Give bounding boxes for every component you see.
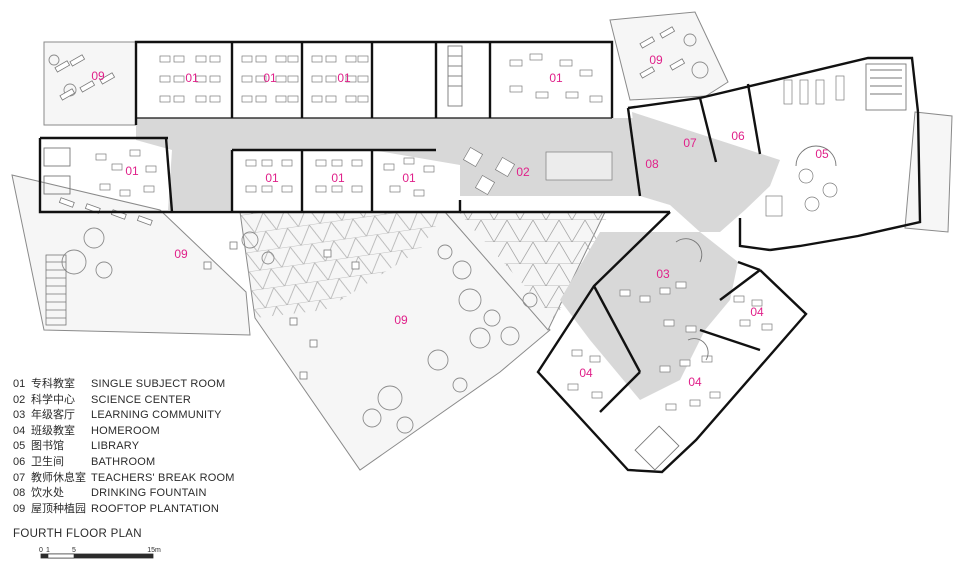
scale-tick-1: 1 <box>46 547 50 554</box>
legend-english: SCIENCE CENTER <box>91 393 191 406</box>
label-room-01-d: 01 <box>549 71 563 85</box>
room-labels: 01 01 01 01 01 01 01 01 02 03 04 04 04 0… <box>91 53 829 389</box>
triangle-paving-center <box>458 212 610 320</box>
legend-number: 02 <box>13 393 26 406</box>
label-room-01-b: 01 <box>263 71 277 85</box>
legend-row: 01 专科教室 SINGLE SUBJECT ROOM <box>13 377 333 393</box>
feature-elements <box>43 45 907 471</box>
legend-row: 09 屋顶种植园 ROOFTOP PLANTATION <box>13 502 333 518</box>
legend-number: 09 <box>13 502 26 515</box>
corridor <box>136 112 780 400</box>
legend-row: 03 年级客厅 LEARNING COMMUNITY <box>13 408 333 424</box>
legend-chinese: 图书馆 <box>31 440 64 453</box>
legend-number: 05 <box>13 440 26 453</box>
scale-tick-15: 15m <box>147 547 161 554</box>
legend-row: 04 班级教室 HOMEROOM <box>13 424 333 440</box>
legend-chinese: 屋顶种植园 <box>31 502 86 515</box>
scale-bar-segment <box>41 554 48 558</box>
legend-number: 07 <box>13 471 26 484</box>
scale-bar-segment <box>74 554 153 558</box>
south-wing-walls <box>536 211 808 474</box>
legend-number: 08 <box>13 487 26 500</box>
scale-bar-segment <box>47 553 75 559</box>
legend-english: LIBRARY <box>91 440 140 453</box>
label-room-06: 06 <box>731 129 745 143</box>
legend-chinese: 卫生间 <box>31 455 64 468</box>
legend-row: 05 图书馆 LIBRARY <box>13 439 333 455</box>
label-room-04-a: 04 <box>750 305 764 319</box>
label-room-08: 08 <box>645 157 659 171</box>
label-room-01-a: 01 <box>185 71 199 85</box>
label-room-04-c: 04 <box>688 375 702 389</box>
stair-west <box>45 254 67 326</box>
legend-number: 01 <box>13 378 26 390</box>
label-room-01-h: 01 <box>402 171 416 185</box>
legend-chinese: 班级教室 <box>31 424 75 437</box>
label-room-01-c: 01 <box>337 71 351 85</box>
label-room-02: 02 <box>516 165 530 179</box>
legend-chinese: 科学中心 <box>31 393 75 406</box>
legend-english: ROOFTOP PLANTATION <box>91 502 220 515</box>
legend-row: 07 教师休息室 TEACHERS' BREAK ROOM <box>13 471 333 487</box>
label-room-09-b: 09 <box>649 53 663 67</box>
legend: 01 专科教室 SINGLE SUBJECT ROOM 02 科学中心 SCIENCE … <box>13 377 333 517</box>
legend-number: 03 <box>13 409 26 422</box>
label-room-05: 05 <box>815 147 829 161</box>
label-room-04-b: 04 <box>579 366 593 380</box>
building-walls <box>38 40 670 214</box>
legend-english: TEACHERS' BREAK ROOM <box>91 471 235 484</box>
triangle-paving-west <box>240 212 445 318</box>
legend-number: 06 <box>13 455 26 468</box>
legend-chinese: 饮水处 <box>31 487 64 500</box>
rooftop-furniture <box>54 26 686 380</box>
scale-tick-0: 0 <box>39 547 43 554</box>
legend-english: DRINKING FOUNTAIN <box>91 487 207 500</box>
roof-area-west <box>11 174 251 336</box>
legend-chinese: 专科教室 <box>31 378 75 390</box>
plan-title: FOURTH FLOOR PLAN <box>13 528 142 540</box>
legend-chinese: 教师休息室 <box>31 471 86 484</box>
roof-area-east-terrace <box>904 111 953 233</box>
label-room-09-c: 09 <box>174 247 188 261</box>
classroom-furniture <box>95 53 845 411</box>
legend-row: 02 科学中心 SCIENCE CENTER <box>13 393 333 409</box>
legend-english: HOMEROOM <box>91 424 160 437</box>
label-room-01-g: 01 <box>331 171 345 185</box>
legend-chinese: 年级客厅 <box>31 409 75 422</box>
label-room-09-d: 09 <box>394 313 408 327</box>
legend-english: SINGLE SUBJECT ROOM <box>91 378 226 390</box>
legend-row: 08 饮水处 DRINKING FOUNTAIN <box>13 486 333 502</box>
scale-tick-5: 5 <box>72 547 76 554</box>
label-room-01-e: 01 <box>125 164 139 178</box>
legend-number: 04 <box>13 424 26 437</box>
legend-english: LEARNING COMMUNITY <box>91 409 222 422</box>
scale-bar: 0 1 5 15m <box>39 547 161 559</box>
label-room-09-a: 09 <box>91 69 105 83</box>
label-room-07: 07 <box>683 136 697 150</box>
label-room-01-f: 01 <box>265 171 279 185</box>
roof-area-north-center <box>609 11 729 101</box>
legend-row: 06 卫生间 BATHROOM <box>13 455 333 471</box>
east-wing-walls <box>626 56 922 252</box>
legend-english: BATHROOM <box>91 455 156 468</box>
label-room-03: 03 <box>656 267 670 281</box>
